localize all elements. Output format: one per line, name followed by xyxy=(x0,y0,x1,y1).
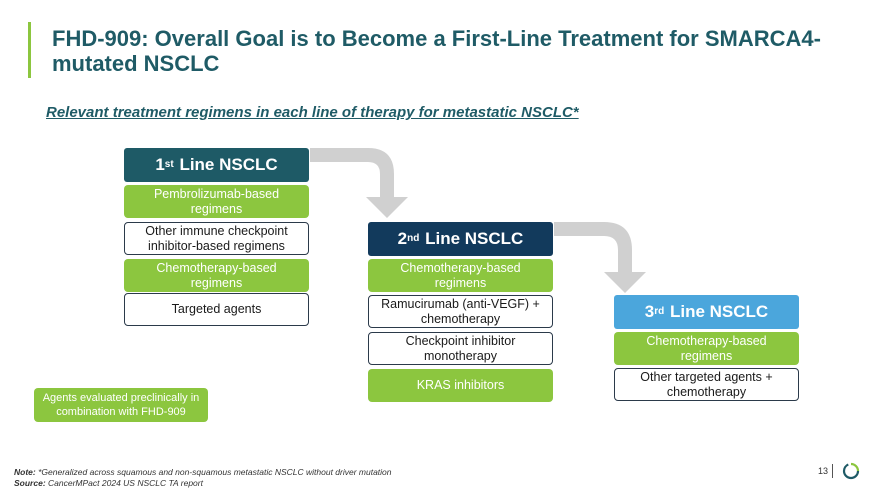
page-number: 13 xyxy=(818,466,829,476)
line-3-label: Line NSCLC xyxy=(669,302,769,321)
line-2-item-4: KRAS inhibitors xyxy=(368,369,553,402)
note-label: Note: xyxy=(14,467,36,477)
line-1-label: Line NSCLC xyxy=(179,155,278,174)
line-2-item-1: Chemotherapy-based regimens xyxy=(368,259,553,292)
line-1-item-4: Targeted agents xyxy=(124,293,309,326)
footer-source: Source: CancerMPact 2024 US NSCLC TA rep… xyxy=(14,478,203,488)
footer-note: Note: *Generalized across squamous and n… xyxy=(14,467,392,477)
page-title: FHD-909: Overall Goal is to Become a Fir… xyxy=(52,26,821,76)
note-text: *Generalized across squamous and non-squ… xyxy=(38,467,392,477)
page-subtitle: Relevant treatment regimens in each line… xyxy=(46,104,579,121)
line-2-ordinal: 2 xyxy=(397,229,408,248)
source-text: CancerMPact 2024 US NSCLC TA report xyxy=(48,478,203,488)
line-2-item-2: Ramucirumab (anti-VEGF) + chemotherapy xyxy=(368,295,553,328)
arrow-1-to-2 xyxy=(310,148,408,218)
line-2-item-3: Checkpoint inhibitor monotherapy xyxy=(368,332,553,365)
title-accent-bar xyxy=(28,22,31,78)
legend-preclinical-box: Agents evaluated preclinically in combin… xyxy=(34,388,208,422)
source-label: Source: xyxy=(14,478,46,488)
line-3-item-2: Other targeted agents + chemotherapy xyxy=(614,368,799,401)
line-1-item-2: Other immune checkpoint inhibitor-based … xyxy=(124,222,309,255)
line-1-ordinal: 1 xyxy=(155,155,165,174)
arrow-2-to-3 xyxy=(554,222,646,293)
line-3-ordinal: 3 xyxy=(644,302,655,321)
page-separator xyxy=(832,464,833,478)
line-3-item-1: Chemotherapy-based regimens xyxy=(614,332,799,365)
logo-ring-icon xyxy=(842,462,860,480)
line-2-suffix: nd xyxy=(407,232,420,244)
line-1-suffix: st xyxy=(164,158,174,170)
line-3-suffix: rd xyxy=(654,305,665,317)
line-1-item-3: Chemotherapy-based regimens xyxy=(124,259,309,292)
line-1-item-1: Pembrolizumab-based regimens xyxy=(124,185,309,218)
line-2-label: Line NSCLC xyxy=(425,229,524,248)
